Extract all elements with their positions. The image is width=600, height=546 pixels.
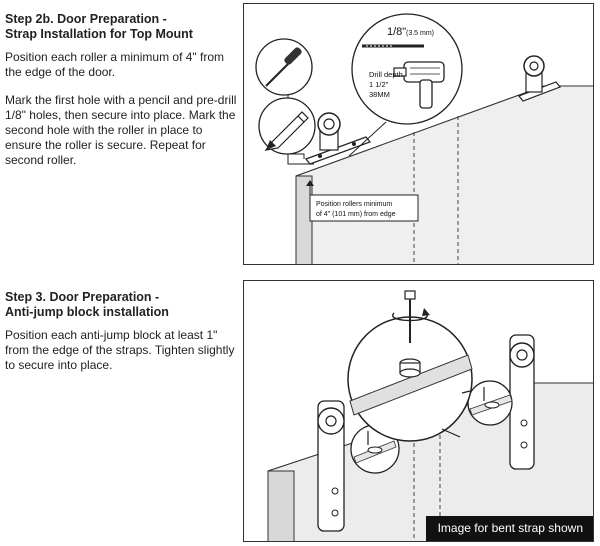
right-block-inset (467, 380, 513, 426)
strap-installation-figure: 1/8" (3.5 mm) Drill depth 1 1/2" 38MM Po… (243, 3, 594, 265)
step-3-section: Step 3. Door Preparation - Anti-jump blo… (5, 290, 237, 386)
step-2b-section: Step 2b. Door Preparation - Strap Instal… (5, 12, 237, 181)
step-2b-title-line2: Strap Installation for Top Mount (5, 27, 193, 41)
anti-jump-figure: Image for bent strap shown (243, 280, 594, 542)
position-note-line2: of 4" (101 mm) from edge (316, 211, 396, 218)
step-3-title-line2: Anti-jump block installation (5, 305, 169, 319)
left-strap-hole (318, 154, 322, 158)
right-roller-hub (529, 61, 539, 71)
anti-jump-illustration (267, 290, 593, 541)
pencil-inset (258, 97, 316, 155)
left-strap-hole-2 (352, 142, 356, 146)
position-note-callout: Position rollers minimum of 4" (101 mm) … (306, 180, 419, 222)
magnified-block-inset (347, 290, 473, 442)
pencil-callout-line (288, 153, 305, 159)
figure-caption: Image for bent strap shown (425, 516, 593, 541)
bit-size-label: 1/8" (387, 26, 406, 38)
pencil-icon (264, 111, 309, 151)
door-front-face (295, 85, 593, 264)
step-3-paragraph-1: Position each anti-jump block at least 1… (5, 328, 235, 372)
strap-installation-illustration: 1/8" (3.5 mm) Drill depth 1 1/2" 38MM Po… (255, 13, 593, 264)
drill-depth-line2: 1 1/2" (369, 80, 389, 89)
step-2b-paragraph-2: Mark the first hole with a pencil and pr… (5, 93, 237, 167)
left-roller-hub (323, 118, 335, 130)
step-3-title: Step 3. Door Preparation - Anti-jump blo… (5, 290, 237, 320)
drill-depth-line1: Drill depth (369, 70, 403, 79)
magnify-connector-2 (461, 390, 471, 394)
left-bent-strap (317, 400, 345, 532)
magnify-connector (441, 428, 461, 438)
step-2b-title-line1: Step 2b. Door Preparation - (5, 12, 167, 26)
drill-callout-line (348, 121, 387, 157)
screwdriver-inset (255, 38, 313, 96)
door-edge (295, 175, 313, 264)
bit-size-metric: (3.5 mm) (406, 30, 434, 37)
right-bent-strap (509, 334, 535, 470)
drill-inset: 1/8" (3.5 mm) Drill depth 1 1/2" 38MM (351, 13, 463, 125)
drill-depth-line3: 38MM (369, 90, 390, 99)
position-note-line1: Position rollers minimum (316, 201, 392, 208)
step-3-title-line1: Step 3. Door Preparation - (5, 290, 160, 304)
step-2b-paragraph-1: Position each roller a minimum of 4" fro… (5, 50, 225, 79)
step-2b-title: Step 2b. Door Preparation - Strap Instal… (5, 12, 237, 42)
door-edge (267, 470, 295, 541)
arrow-icon (392, 308, 430, 322)
power-drill-icon (393, 61, 445, 109)
screwdriver-icon (265, 47, 302, 87)
